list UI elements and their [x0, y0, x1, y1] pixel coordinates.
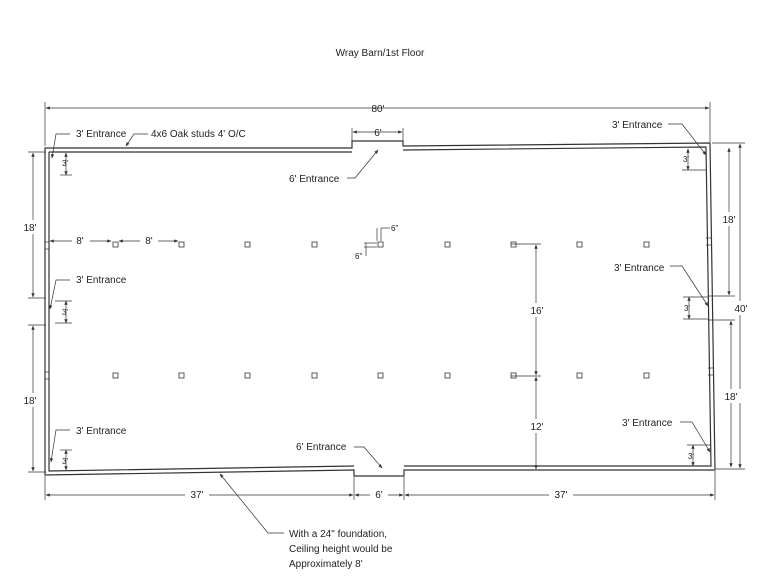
dim-right-side: 40' 18' 18' [708, 142, 752, 470]
dim-post-size: 6" 6" [355, 224, 398, 261]
post-size-a-label: 6" [391, 224, 398, 233]
entrance-3-tr-label: 3' Entrance [612, 120, 663, 131]
entrance-3-ml-label: 3' Entrance [76, 275, 127, 286]
left-upper-dim-label: 18' [23, 223, 36, 234]
post [178, 241, 185, 248]
post [510, 241, 517, 248]
top-door-width-label: 6' [374, 128, 382, 139]
dim-left-side: 18' 18' [20, 151, 46, 473]
door-width-br-label: 3' [688, 452, 694, 461]
dim-top-door: 6' [351, 128, 404, 141]
door-width-tr-label: 3' [683, 155, 689, 164]
dim-bottom: 37' 6' 37' [44, 471, 716, 501]
post [576, 241, 583, 248]
post [112, 241, 119, 248]
dim-interior-vertical: 16' 12' [511, 243, 548, 470]
post [311, 372, 318, 379]
post-rows-gap-label: 16' [530, 306, 543, 317]
post [444, 241, 451, 248]
post [377, 372, 384, 379]
door-width-tl-label: 3' [62, 159, 68, 168]
post [311, 241, 318, 248]
door-width-mr-label: 3' [684, 304, 690, 313]
door-width-ml-label: 3' [62, 308, 68, 317]
callouts: 3' Entrance 4x6 Oak studs 4' O/C 3' Entr… [49, 120, 711, 570]
right-lower-dim-label: 18' [724, 392, 737, 403]
door-width-bl-label: 3' [62, 457, 68, 466]
post [178, 372, 185, 379]
plan-title: Wray Barn/1st Floor [336, 48, 425, 59]
dim-post-spacing: 8' 8' [49, 234, 179, 247]
post-to-wall-label: 12' [530, 422, 543, 433]
dim-small-doors: 3' 3' 3' 3' 3' 3' [55, 148, 711, 471]
overall-depth-label: 40' [734, 304, 747, 315]
foundation-note-line-1: With a 24" foundation, [289, 529, 387, 540]
bottom-right-dim-label: 37' [554, 490, 567, 501]
post [112, 372, 119, 379]
post [244, 241, 251, 248]
right-upper-dim-label: 18' [722, 215, 735, 226]
foundation-note-line-2: Ceiling height would be [289, 544, 393, 555]
posts [112, 241, 650, 379]
post-size-b-label: 6" [355, 252, 362, 261]
bottom-left-dim-label: 37' [190, 490, 203, 501]
overall-width-label: 80' [371, 104, 384, 115]
exterior-walls [44, 140, 716, 477]
post [444, 372, 451, 379]
entrance-6-top-label: 6' Entrance [289, 174, 340, 185]
post [576, 372, 583, 379]
entrance-3-tl-label: 3' Entrance [76, 129, 127, 140]
dim-overall-width: 80' [44, 102, 711, 146]
post-spacing-a-label: 8' [76, 236, 84, 247]
post [510, 372, 517, 379]
post [244, 372, 251, 379]
studs-label: 4x6 Oak studs 4' O/C [151, 129, 246, 140]
post-spacing-b-label: 8' [145, 236, 153, 247]
entrance-3-br-label: 3' Entrance [622, 418, 673, 429]
bottom-door-dim-label: 6' [375, 490, 383, 501]
entrance-3-mr-label: 3' Entrance [614, 263, 665, 274]
entrance-3-bl-label: 3' Entrance [76, 426, 127, 437]
post [643, 241, 650, 248]
left-lower-dim-label: 18' [23, 396, 36, 407]
post [377, 241, 384, 248]
entrance-6-bottom-label: 6' Entrance [296, 442, 347, 453]
post [643, 372, 650, 379]
foundation-note-line-3: Approximately 8' [289, 559, 363, 570]
